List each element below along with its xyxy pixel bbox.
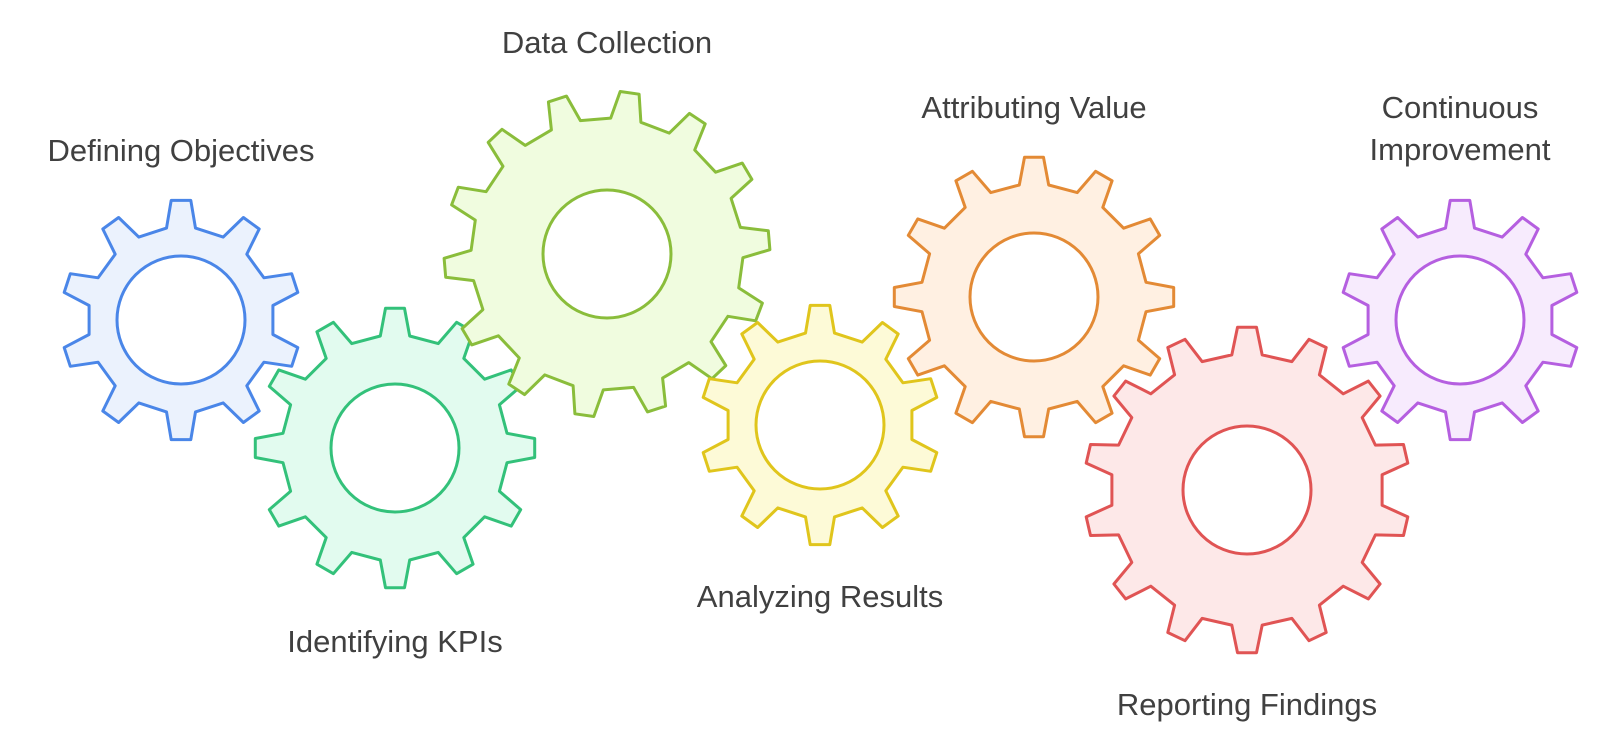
- label-data-collection: Data Collection: [502, 25, 712, 60]
- gear-hub-attributing-value: [968, 231, 1100, 363]
- gear-attributing-value: [892, 155, 1176, 439]
- label-identifying-kpis: Identifying KPIs: [287, 624, 502, 659]
- gear-hub-identifying-kpis: [329, 382, 461, 514]
- gear-hub-continuous-improvement: [1394, 254, 1526, 386]
- gear-continuous-improvement: [1341, 198, 1579, 442]
- label-attributing-value: Attributing Value: [921, 90, 1146, 125]
- label-line-continuous-improvement: Continuous: [1382, 90, 1539, 125]
- gear-hub-defining-objectives: [115, 254, 247, 386]
- label-reporting-findings: Reporting Findings: [1117, 687, 1377, 722]
- gear-data-collection: [442, 90, 772, 418]
- label-defining-objectives: Defining Objectives: [47, 133, 314, 168]
- gear-reporting-findings: [1084, 325, 1410, 655]
- gear-hub-reporting-findings: [1181, 424, 1313, 556]
- label-line-continuous-improvement: Improvement: [1370, 132, 1551, 167]
- gear-hub-data-collection: [541, 188, 673, 320]
- gears-layer: [62, 90, 1579, 655]
- gear-hub-analyzing-results: [754, 359, 886, 491]
- label-analyzing-results: Analyzing Results: [697, 579, 943, 614]
- gear-analyzing-results: [701, 303, 939, 547]
- gear-identifying-kpis: [253, 306, 537, 590]
- gear-defining-objectives: [62, 198, 300, 442]
